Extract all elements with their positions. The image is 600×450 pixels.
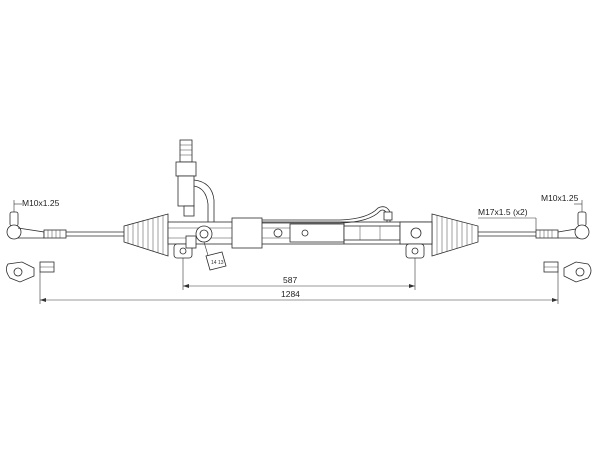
left-tie-rod-end-side	[6, 261, 55, 283]
rack-housing	[167, 217, 433, 249]
thread-label-inner: M17x1.5 (x2)	[478, 207, 528, 217]
thread-label-right: M10x1.25	[541, 193, 579, 203]
left-tie-rod-end-top	[6, 200, 67, 240]
input-shaft-spline	[179, 139, 193, 163]
hydraulic-pipe	[262, 206, 393, 224]
right-ball-joint	[574, 224, 590, 240]
spline-callout: 14 13	[203, 241, 227, 271]
spline-label: 14 13	[211, 260, 224, 266]
input-shaft-collar	[175, 161, 197, 177]
cylinder-section	[289, 223, 345, 243]
thread-label-left: M10x1.25	[22, 198, 60, 208]
dimension-1284	[39, 272, 559, 304]
dimension-label-overall: 1284	[281, 289, 300, 299]
cylinder-tube	[343, 225, 401, 241]
inner-thread-callout	[478, 217, 537, 230]
left-rod-end-body	[6, 261, 35, 283]
right-tie-rod	[478, 231, 536, 237]
right-rod-end-body	[563, 261, 592, 283]
right-ball-stud	[577, 211, 587, 227]
pinion-housing	[177, 175, 195, 207]
pressure-line-1	[193, 179, 215, 222]
right-end-housing	[399, 221, 433, 245]
left-tie-rod-arm	[17, 227, 45, 239]
valve-body	[231, 217, 263, 249]
left-ball-stud	[9, 211, 19, 227]
pinion-assembly	[175, 139, 215, 249]
dimension-label-center: 587	[283, 275, 297, 285]
left-tie-rod-sleeve	[43, 229, 67, 239]
right-tie-rod-end-top	[535, 200, 590, 240]
left-ball-joint	[6, 224, 22, 240]
left-bellows-boot	[123, 213, 169, 257]
pressure-line-2	[193, 185, 209, 222]
right-bellows-boot	[431, 213, 479, 257]
pinion-cap	[195, 225, 213, 243]
right-mount-bushing	[405, 243, 425, 259]
dimension-587	[182, 258, 416, 290]
right-tie-rod-end-side	[543, 261, 592, 283]
left-tie-rod	[66, 231, 124, 237]
right-tie-rod-sleeve	[535, 229, 559, 239]
